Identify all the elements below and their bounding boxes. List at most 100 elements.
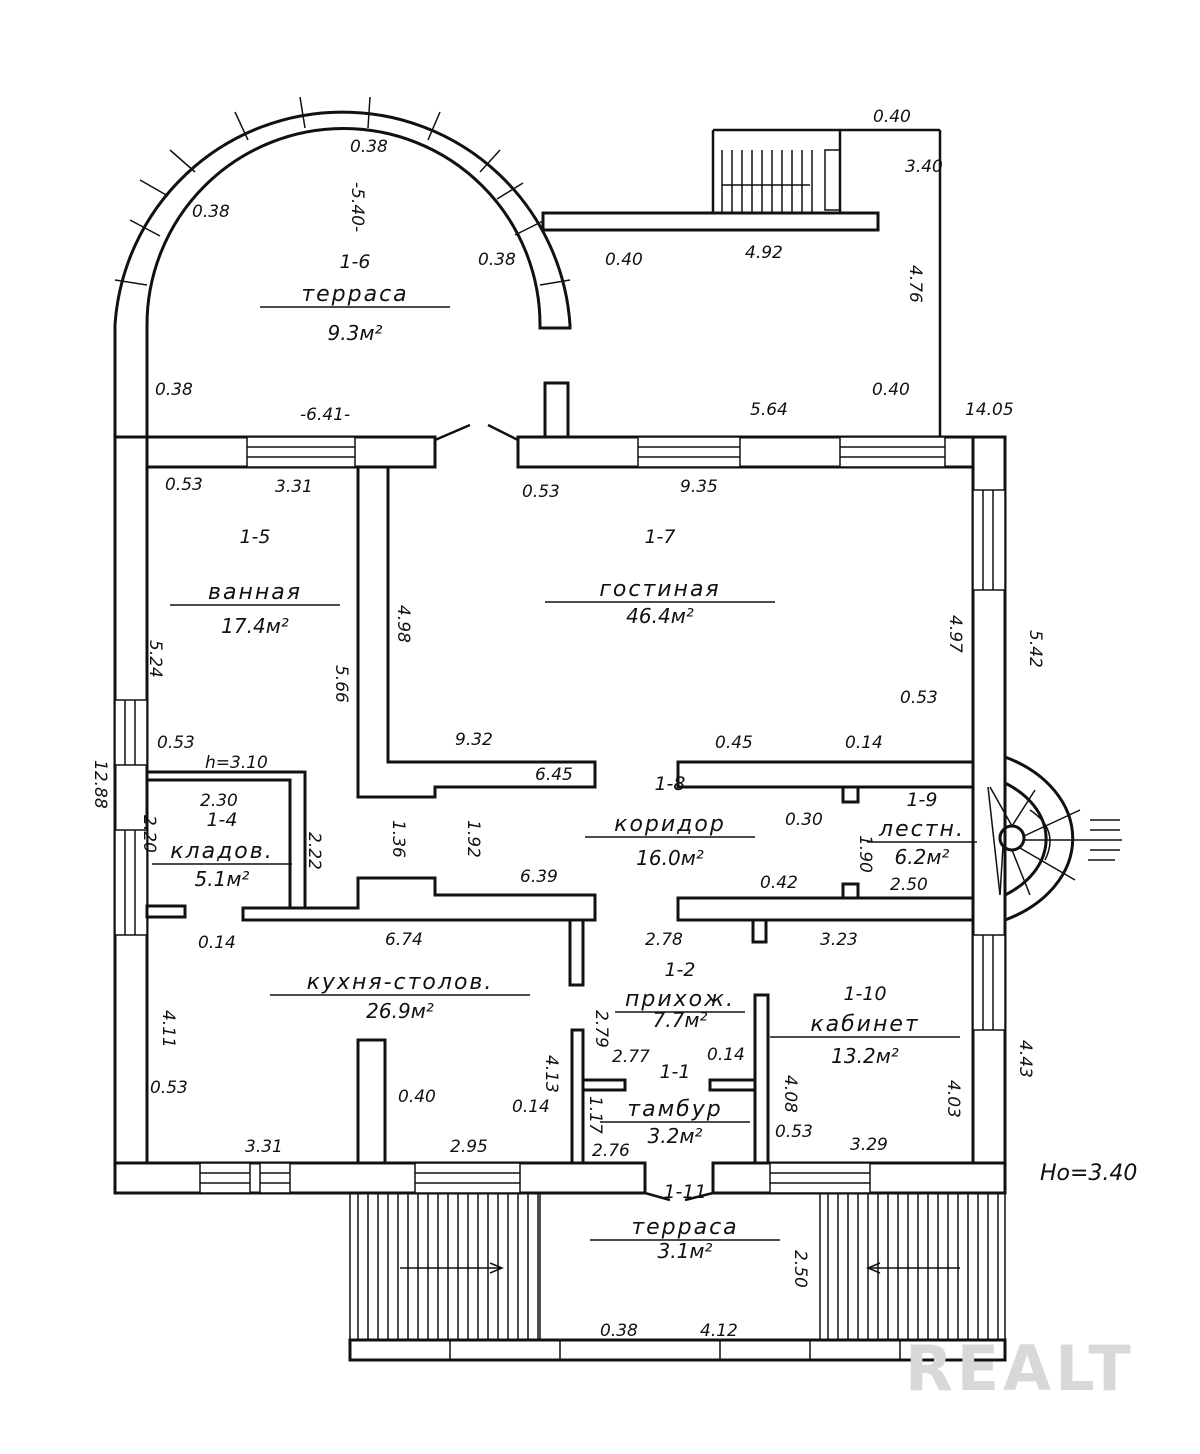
upper-stairs-icon [721,149,841,213]
dimension-label: 5.64 [750,400,788,420]
doors [434,423,714,1202]
room-number: 1-6 [339,251,370,273]
room-name: терраса [631,1215,738,1240]
dimension-label: 2.76 [592,1141,630,1161]
dimension-label: 3.29 [850,1135,888,1155]
dimension-label: 0.14 [198,933,236,953]
dimension-label: 4.98 [393,605,413,643]
spiral-stair-bay [987,754,1122,923]
room-area: 9.3м² [328,321,383,345]
dimension-label: 0.53 [900,688,938,708]
room-number: 1-5 [239,526,270,548]
dimension-label: 0.53 [522,482,560,502]
left-steps-icon [357,1193,539,1340]
room-area: 26.9м² [366,999,434,1023]
dimension-label: 14.05 [965,400,1014,420]
room-number: 1-2 [664,959,695,981]
dimension-label: 2.50 [790,1250,810,1288]
room-area: 3.1м² [658,1239,713,1263]
dimension-label: 2.50 [890,875,928,895]
dimension-label: 4.43 [1015,1040,1035,1078]
room-area: 13.2м² [831,1044,899,1068]
dimension-label: 6.45 [535,765,573,785]
room-name: кабинет [810,1012,919,1037]
dimension-label: 0.38 [350,137,388,157]
right-steps-icon [827,1193,999,1340]
dimension-label: 3.31 [275,477,313,497]
room-number: 1-8 [654,773,685,795]
dimension-label: 3.23 [820,930,858,950]
room-number: 1-10 [843,983,886,1005]
room-area: 17.4м² [221,614,289,638]
room-name: прихож. [625,987,735,1012]
dimension-label: 0.40 [872,380,910,400]
dimension-label: 2.79 [591,1010,611,1048]
dimension-label: 2.95 [450,1137,488,1157]
room-number: 1-1 [659,1061,690,1083]
dimension-label: 0.38 [192,202,230,222]
room-name: ванная [208,580,302,605]
room-labels: 1-6терраса9.3м²1-5ванная17.4м²1-7гостина… [152,251,977,1263]
dimension-label: 0.45 [715,733,753,753]
dimension-label: 0.53 [165,475,203,495]
dimension-label: 4.76 [905,265,925,303]
room-area: 3.2м² [648,1124,703,1148]
dimension-label: 6.39 [520,867,558,887]
room-name: тамбур [627,1097,722,1122]
room-name: коридор [614,812,726,837]
terrace-arch-wall [113,96,572,439]
dimension-label: 2.30 [200,791,238,811]
interior-walls [145,465,975,1165]
dimension-label: 4.13 [541,1055,561,1093]
dimension-label: 1.17 [585,1096,605,1134]
room-number: 1-4 [206,809,237,831]
dimension-label: 1.92 [463,820,483,858]
dimension-label: 4.97 [945,615,965,653]
room-name: терраса [301,282,408,307]
dimension-label: 5.66 [331,665,351,703]
dimension-label: 9.32 [455,730,493,750]
realt-watermark: REALT [905,1332,1135,1405]
room-number: 1-7 [644,526,675,548]
room-area: 46.4м² [626,604,694,628]
dimension-label: 0.38 [478,250,516,270]
dimension-label: 0.14 [845,733,883,753]
dimension-label: 5.42 [1025,630,1045,668]
dimension-label: 2.22 [304,832,324,870]
dimension-label: 4.08 [780,1075,800,1113]
dimension-label: 0.40 [605,250,643,270]
room-area: 5.1м² [195,867,250,891]
dimension-label: 0.14 [707,1045,745,1065]
dimension-label: 1.90 [855,835,875,873]
dimension-label: -6.41- [300,405,350,425]
dimension-label: 0.53 [775,1122,813,1142]
bottom-terrace [348,1193,1007,1362]
dimension-label: 4.03 [943,1080,963,1118]
dimension-label: 0.53 [157,733,195,753]
ceiling-height-note: Hо=3.40 [1040,1161,1137,1186]
dimension-label: h=3.10 [205,753,268,773]
dimension-label: 3.40 [905,157,943,177]
dimension-label: 12.88 [90,760,110,809]
dimension-label: 4.12 [700,1321,738,1341]
dimension-labels: 0.40 3.40 0.38 -5.40- 0.38 0.38 0.40 4.92 4.76 0.… [90,107,1045,1341]
room-name: кухня-столов. [307,970,494,995]
dimension-label: 0.38 [155,380,193,400]
dimension-label: 4.92 [745,243,783,263]
room-area: 16.0м² [636,846,704,870]
dimension-label: 1.36 [388,820,408,858]
dimension-label: 0.40 [398,1087,436,1107]
dimension-label: 9.35 [680,477,718,497]
dimension-label: -5.40- [347,182,367,232]
dimension-label: 4.11 [158,1010,178,1048]
room-area: 7.7м² [653,1008,708,1032]
dimension-label: 3.31 [245,1137,283,1157]
dimension-label: 6.74 [385,930,423,950]
dimension-label: 2.78 [645,930,683,950]
dimension-label: 0.53 [150,1078,188,1098]
dimension-label: 2.20 [139,815,159,853]
room-number: 1-9 [906,789,937,811]
dimension-label: 0.30 [785,810,823,830]
dimension-label: 5.24 [145,640,165,678]
